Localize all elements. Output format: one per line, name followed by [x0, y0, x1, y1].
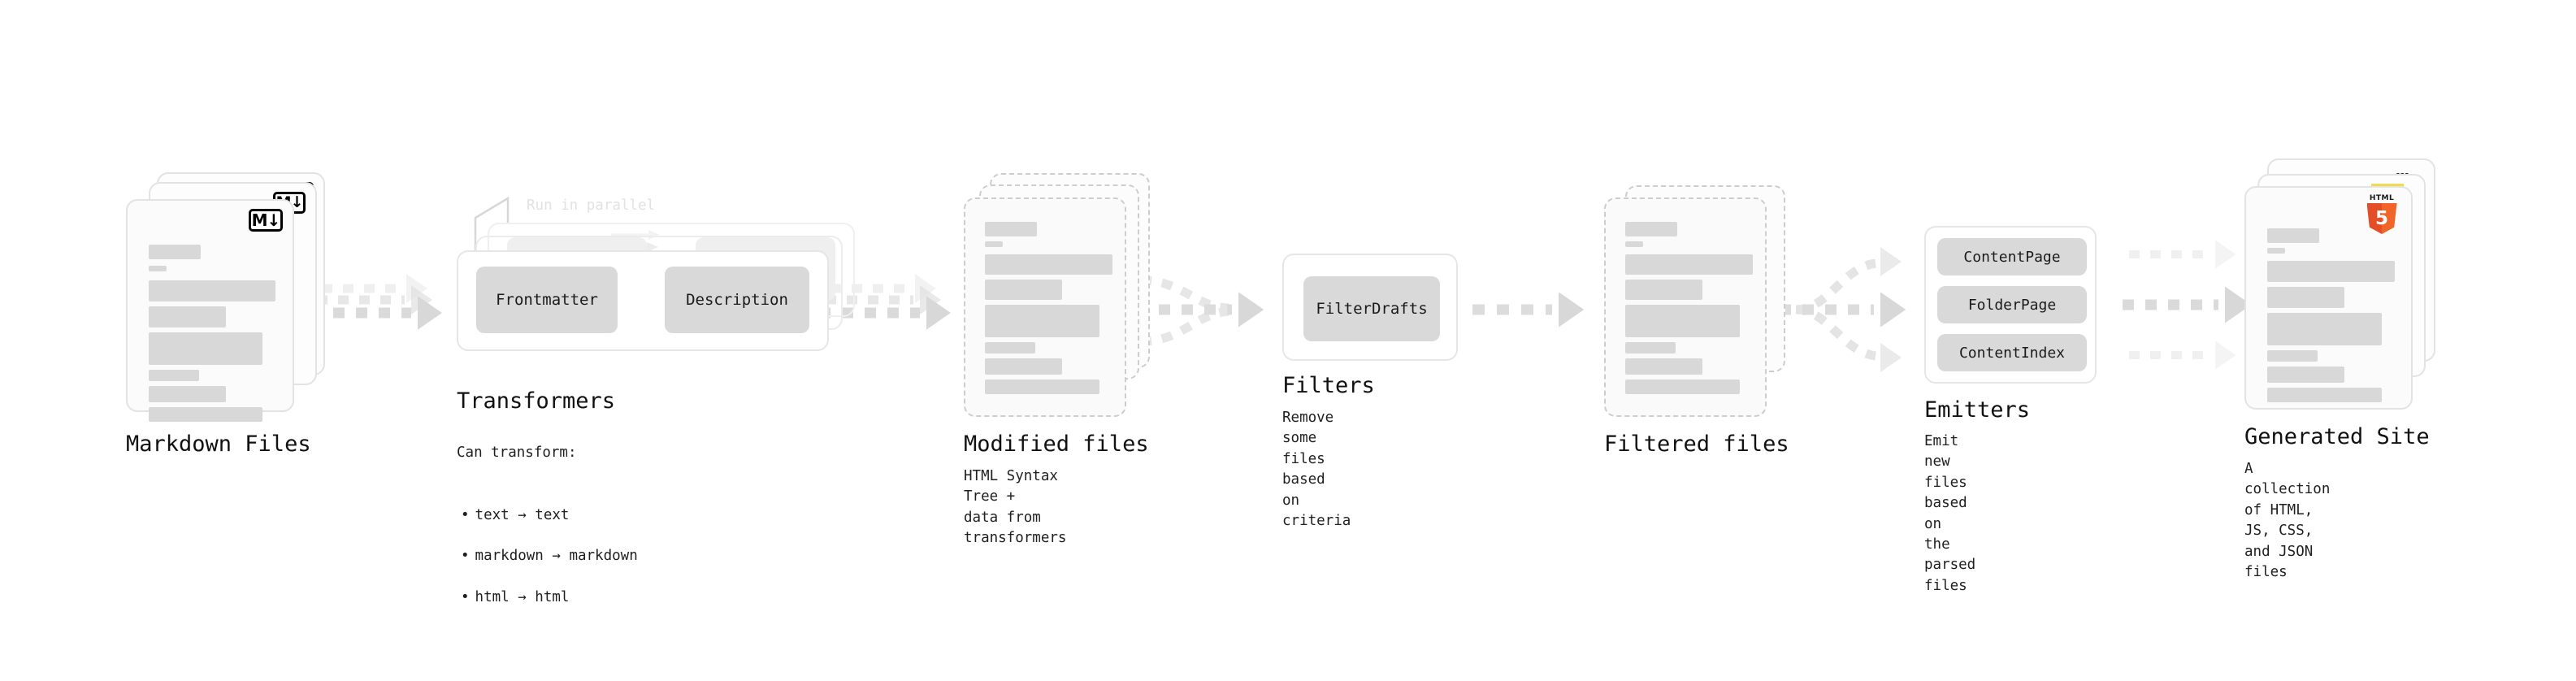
emitters-title: Emitters — [1924, 397, 2031, 423]
skeleton-subtitle — [149, 266, 167, 271]
filtered-files-title: Filtered files — [1604, 432, 1789, 457]
skeleton-line — [1625, 358, 1702, 375]
modified-files-subtitle: HTML Syntax Tree + data from transformer… — [964, 468, 1067, 547]
transformer-chip-description[interactable]: Description — [665, 267, 809, 333]
site-card-front: HTML 5 — [2244, 186, 2413, 410]
transformer-panel-front: Frontmatter Description — [457, 250, 829, 351]
skeleton-line — [2267, 261, 2395, 282]
skeleton-line — [149, 407, 262, 422]
skeleton-line — [2267, 313, 2382, 345]
skeleton-title — [985, 222, 1037, 236]
html5-icon-word: HTML — [2369, 194, 2395, 202]
skeleton-line — [985, 358, 1062, 375]
arrow-filtered-to-emitters — [1780, 247, 1906, 372]
skeleton-line — [985, 280, 1062, 300]
skeleton-line — [149, 332, 262, 365]
skeleton-subtitle — [985, 241, 1003, 247]
run-in-parallel-label: Run in parallel — [527, 197, 656, 214]
transformers-bullet: text → text — [457, 505, 638, 526]
skeleton-line — [1625, 305, 1740, 337]
markdown-icon: M↓ — [249, 209, 283, 232]
skeleton-line — [2267, 367, 2344, 383]
skeleton-line — [2267, 350, 2318, 362]
arrow-markdown-to-transformers — [310, 274, 442, 330]
transformers-title: Transformers — [457, 388, 616, 414]
filters-panel: FilterDrafts — [1282, 254, 1458, 361]
filters-title: Filters — [1282, 373, 1375, 398]
skeleton-title — [1625, 222, 1677, 236]
skeleton-line — [985, 380, 1099, 394]
filters-subtitle: Remove some files based on criteria — [1282, 410, 1351, 529]
skeleton-line — [2267, 287, 2344, 308]
transformers-bullet: markdown → markdown — [457, 546, 638, 566]
skeleton-line — [149, 306, 226, 327]
arrow-filters-to-filtered — [1472, 292, 1585, 327]
markdown-files-title: Markdown Files — [126, 432, 311, 457]
skeleton-title — [149, 245, 201, 259]
skeleton-line — [149, 386, 226, 402]
html5-icon-shield: 5 — [2366, 203, 2397, 234]
modified-card-front — [964, 197, 1126, 417]
emitters-panel: ContentPage FolderPage ContentIndex — [1924, 226, 2097, 384]
emitters-subtitle: Emit new files based on the parsed files — [1924, 433, 1976, 594]
html5-icon-digit: 5 — [2374, 207, 2388, 229]
modified-files-title: Modified files — [964, 432, 1149, 457]
skeleton-subtitle — [2267, 248, 2285, 254]
skeleton-title — [2267, 228, 2319, 243]
generated-site-subtitle: A collection of HTML, JS, CSS, and JSON … — [2244, 461, 2331, 580]
skeleton-line — [1625, 254, 1753, 275]
html5-icon: HTML 5 — [2364, 195, 2400, 234]
emitters-chip-folderpage[interactable]: FolderPage — [1937, 286, 2087, 323]
skeleton-line — [985, 342, 1035, 354]
skeleton-line — [149, 370, 199, 381]
skeleton-line — [1625, 280, 1702, 300]
markdown-card-front: M↓ — [126, 199, 294, 422]
transformers-subtitle-intro: Can transform: — [457, 445, 577, 462]
transformer-chip-frontmatter[interactable]: Frontmatter — [476, 267, 618, 333]
transformers-bullet: html → html — [457, 588, 638, 608]
skeleton-line — [149, 280, 275, 301]
transformers-bullet-list: text → text markdown → markdown html → h… — [457, 484, 638, 629]
skeleton-line — [2267, 388, 2382, 402]
skeleton-subtitle — [1625, 241, 1643, 247]
arrow-emitters-to-site — [2123, 240, 2252, 370]
skeleton-line — [1625, 342, 1676, 354]
skeleton-line — [985, 305, 1099, 337]
filters-chip-filterdrafts[interactable]: FilterDrafts — [1303, 276, 1440, 341]
filtered-card-front — [1604, 197, 1767, 417]
generated-site-title: Generated Site — [2244, 424, 2430, 449]
arrow-modified-to-filters — [1136, 275, 1264, 346]
skeleton-line — [1625, 380, 1740, 394]
emitters-chip-contentpage[interactable]: ContentPage — [1937, 238, 2087, 275]
emitters-chip-contentindex[interactable]: ContentIndex — [1937, 334, 2087, 371]
transformers-subtitle: Can transform: text → text markdown → ma… — [457, 423, 638, 649]
skeleton-line — [985, 254, 1112, 275]
